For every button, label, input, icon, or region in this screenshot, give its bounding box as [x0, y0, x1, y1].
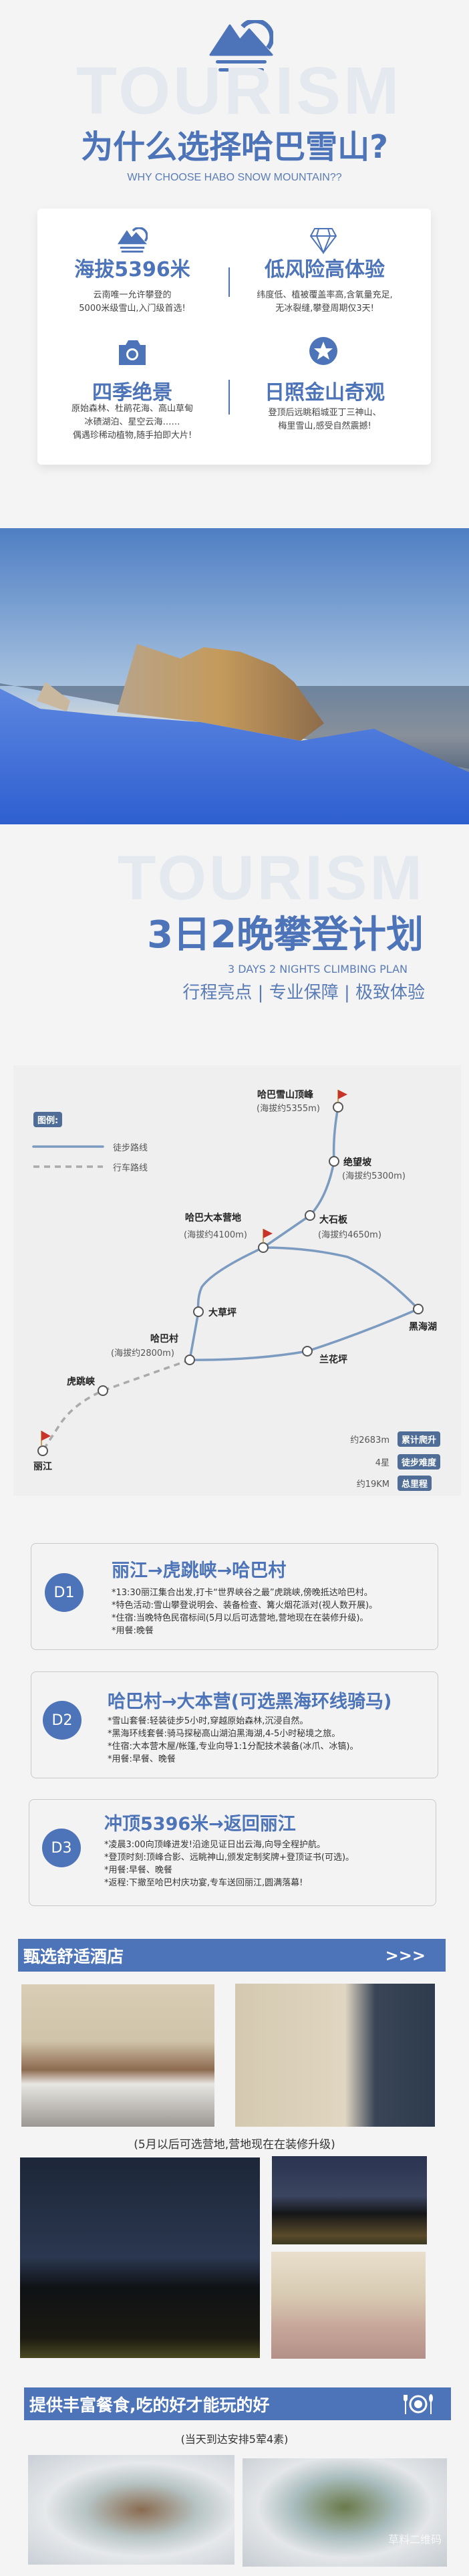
slab-label: 大石板 — [319, 1215, 347, 1225]
map-point-gorge — [98, 1385, 108, 1396]
route-lines — [32, 1090, 424, 1456]
hike-route — [188, 1246, 421, 1361]
stat-value: 约19KM — [356, 1480, 389, 1490]
hotel-caption: (5月以后可选营地,营地现在在装修升级) — [134, 2138, 335, 2151]
stat-label: 累计爬升 — [398, 1431, 441, 1447]
food-caption: (当天到达安排5荤4素) — [180, 2433, 289, 2446]
day-card-d2: D2 哈巴村→大本营(可选黑海环线骑马) *雪山套餐:轻装徒步5小时,穿越原始森… — [31, 1671, 438, 1778]
meadow-label: 大草坪 — [208, 1308, 237, 1318]
day-badge: D1 — [45, 1573, 84, 1612]
day-details: *凌晨3:00向顶峰进发!沿途见证日出云海,向导全程护航。*登顶时刻:顶峰合影、… — [104, 1840, 355, 1888]
plan-subtitle-en: 3 DAYS 2 NIGHTS CLIMBING PLAN — [227, 963, 408, 975]
feature-desc: 原始森林、杜鹃花海、高山草甸冰碛湖泊、星空云海……偶遇珍稀动植物,随手拍即大片! — [71, 404, 193, 441]
camp-night-photo — [272, 2156, 427, 2244]
star-icon — [309, 336, 338, 369]
plan-title: 3日2晚攀登计划 — [147, 913, 424, 957]
base-label: 哈巴大本营地 — [185, 1213, 241, 1223]
hike-route — [262, 1106, 339, 1249]
hotel-room-photo — [235, 1984, 435, 2127]
summit-altitude: (海拔约5355m) — [257, 1104, 320, 1114]
food-photo — [28, 2455, 234, 2565]
food-photo: 草料二维码 — [243, 2458, 447, 2567]
feature-title: 海拔5396米 — [74, 258, 190, 281]
hotel-room-photo — [21, 1984, 214, 2127]
tent-interior-photo — [271, 2252, 426, 2359]
camera-icon — [116, 338, 148, 369]
plan-tagline: 行程亮点 | 专业保障 | 极致体验 — [182, 983, 425, 1003]
stat-value: 4星 — [375, 1458, 389, 1468]
stat-label: 总里程 — [398, 1476, 432, 1491]
map-point-summit — [333, 1102, 343, 1113]
feature-title: 日照金山奇观 — [265, 381, 385, 404]
stat-label: 徒步难度 — [398, 1454, 441, 1470]
divider — [228, 267, 230, 297]
feature-desc: 登顶后远眺稻城亚丁三神山、梅里雪山,感受自然震撼! — [268, 408, 381, 431]
stat-value: 约2683m — [350, 1435, 389, 1445]
tourism-watermark: TOURISM — [118, 842, 425, 913]
day-title: 丽江→虎跳峡→哈巴村 — [112, 1560, 287, 1581]
hotel-title: 甄选舒适酒店 — [23, 1946, 124, 1966]
day-title: 哈巴村→大本营(可选黑海环线骑马) — [108, 1691, 392, 1712]
day-badge: D2 — [43, 1701, 82, 1740]
map-point-lake — [413, 1304, 424, 1314]
day-details: *雪山套餐:轻装徒步5小时,穿越原始森林,沉浸自然。*黑海环线套餐:骑马探秘高山… — [108, 1716, 359, 1764]
food-header: 提供丰富餐食,吃的好才能玩的好 — [24, 2387, 451, 2420]
village-label: 哈巴村 — [150, 1334, 178, 1344]
photo-watermark: 草料二维码 — [387, 2533, 442, 2546]
map-point-lijiang — [37, 1445, 48, 1456]
food-title: 提供丰富餐食,吃的好才能玩的好 — [29, 2395, 270, 2415]
despair-altitude: (海拔约5300m) — [342, 1171, 406, 1181]
legend-drive-label: 行车路线 — [113, 1163, 148, 1173]
divider — [228, 380, 230, 415]
tourism-watermark: TOURISM — [76, 53, 402, 128]
page-title: 为什么选择哈巴雪山? — [81, 128, 388, 166]
logo-mountain-icon — [209, 18, 275, 75]
day-card-d1: D1 丽江→虎跳峡→哈巴村 *13:30丽江集合出发,打卡“世界峡谷之最”虎跳峡… — [31, 1543, 438, 1650]
slab-altitude: (海拔约4650m) — [318, 1230, 381, 1240]
feature-desc: 纬度低、植被覆盖率高,含氧量充足,无冰裂缝,攀登周期仅3天! — [257, 290, 393, 314]
village-altitude: (海拔约2800m) — [111, 1349, 174, 1359]
feature-title: 四季绝景 — [92, 381, 172, 404]
page-subtitle-en: WHY CHOOSE HABO SNOW MOUNTAIN?? — [127, 172, 342, 183]
camp-night-photo — [20, 2157, 260, 2358]
summit-label: 哈巴雪山顶峰 — [257, 1090, 313, 1100]
dining-icon — [403, 2393, 434, 2420]
map-point-meadow — [193, 1306, 204, 1317]
legend-hike-label: 徒步路线 — [113, 1143, 148, 1153]
diamond-icon — [309, 227, 337, 257]
legend-title: 图例: — [33, 1112, 63, 1127]
map-point-despair — [329, 1156, 339, 1167]
snow-mountain-photo — [0, 528, 469, 824]
orchid-label: 兰花坪 — [319, 1355, 347, 1365]
map-point-village — [184, 1355, 195, 1365]
map-point-orchid — [302, 1346, 313, 1357]
despair-label: 绝望坡 — [343, 1157, 371, 1168]
map-point-base — [258, 1242, 269, 1253]
drive-route — [41, 1359, 190, 1451]
day-badge: D3 — [42, 1829, 81, 1867]
gorge-label: 虎跳峡 — [67, 1377, 95, 1387]
day-details: *13:30丽江集合出发,打卡“世界峡谷之最”虎跳峡,傍晚抵达哈巴村。*特色活动… — [112, 1588, 378, 1636]
map-point-slab — [305, 1210, 315, 1221]
flag-icon — [41, 1090, 347, 1446]
feature-title: 低风险高体验 — [265, 258, 385, 281]
lijiang-label: 丽江 — [33, 1461, 52, 1472]
base-altitude: (海拔约4100m) — [184, 1230, 247, 1240]
mountain-icon — [117, 227, 148, 257]
hotel-header: 甄选舒适酒店 >>> — [18, 1939, 446, 1972]
more-arrows[interactable]: >>> — [385, 1946, 426, 1965]
day-title: 冲顶5396米→返回丽江 — [104, 1814, 296, 1835]
lake-label: 黑海湖 — [409, 1322, 437, 1332]
day-card-d3: D3 冲顶5396米→返回丽江 *凌晨3:00向顶峰进发!沿途见证日出云海,向导… — [29, 1799, 436, 1906]
